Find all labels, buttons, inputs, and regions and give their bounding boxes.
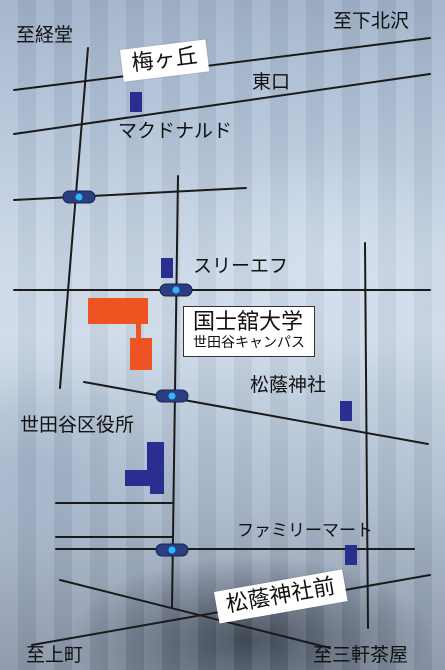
three-f-marker xyxy=(161,258,173,278)
ward-office-label: 世田谷区役所 xyxy=(20,414,135,436)
direction-kyodo-label: 至経堂 xyxy=(16,24,74,46)
road-lower-diagonal xyxy=(59,579,331,649)
mcdonalds-label: マクドナルド xyxy=(118,120,233,142)
university-campus: 世田谷キャンパス xyxy=(193,335,305,352)
direction-sangenjaya-label: 至三軒茶屋 xyxy=(313,644,409,666)
road-west-vertical xyxy=(59,47,89,389)
road-shoin-diagonal xyxy=(83,381,429,445)
family-mart-marker xyxy=(345,545,357,565)
direction-kamimachi-label: 至上町 xyxy=(26,644,84,666)
shoin-jinja-marker xyxy=(340,401,352,421)
road-east-exit xyxy=(13,73,431,135)
traffic-signal-4 xyxy=(155,543,189,557)
traffic-signal-3 xyxy=(155,389,189,403)
road-east-vertical xyxy=(364,242,369,629)
kokushikan-university-label: 国士舘大学 世田谷キャンパス xyxy=(183,306,315,358)
traffic-signal-1 xyxy=(62,190,96,204)
direction-shimokitazawa-label: 至下北沢 xyxy=(333,10,410,32)
traffic-signal-2 xyxy=(159,283,193,297)
university-name: 国士舘大学 xyxy=(193,310,304,335)
shoin-jinja-label: 松蔭神社 xyxy=(250,374,327,396)
road-cross-north xyxy=(13,187,247,201)
road-upper-diagonal xyxy=(13,37,431,91)
ward-office-building xyxy=(125,442,164,494)
three-f-label: スリーエフ xyxy=(193,255,289,277)
east-exit-label: 東口 xyxy=(252,71,291,93)
kokushikan-campus-building xyxy=(88,298,152,370)
family-mart-label: ファミリーマート xyxy=(237,521,373,541)
mcdonalds-marker xyxy=(130,92,142,112)
